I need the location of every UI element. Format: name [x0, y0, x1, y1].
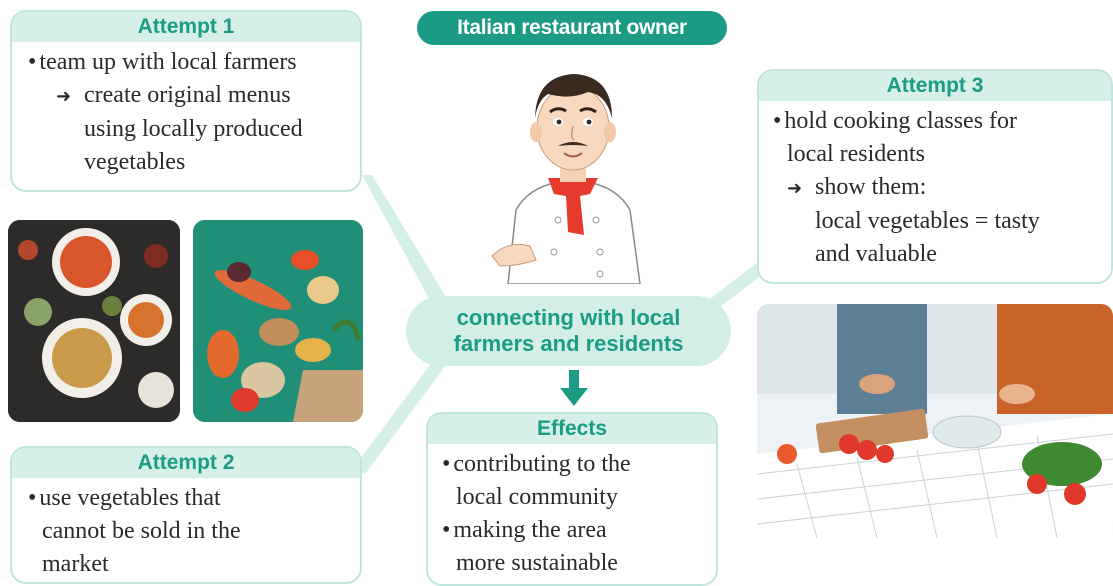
- center-theme: connecting with local farmers and reside…: [406, 296, 731, 366]
- center-theme-line-1: connecting with local: [456, 305, 681, 330]
- cooking-class-photo: [757, 304, 1113, 538]
- owner-label: Italian restaurant owner: [417, 11, 727, 45]
- attempt-1-card: Attempt 1 team up with local farmers ➜ cr…: [10, 10, 362, 192]
- attempt-2-card: Attempt 2 use vegetables that cannot be …: [10, 446, 362, 584]
- attempt-1-line-2: create original menus: [84, 82, 291, 108]
- chef-illustration: [491, 74, 641, 284]
- attempt-3-line-1: hold cooking classes for: [773, 105, 1095, 138]
- attempt-3-card: Attempt 3 hold cooking classes for local…: [757, 69, 1113, 284]
- effects-title: Effects: [428, 414, 716, 444]
- right-arrow-icon: ➜: [787, 178, 803, 199]
- effects-card: Effects contributing to the local commun…: [426, 412, 718, 586]
- effects-line-1: contributing to the: [442, 448, 700, 481]
- attempt-3-line-4: local vegetables = tasty: [815, 208, 1040, 234]
- attempt-3-line-5: and valuable: [815, 241, 937, 267]
- down-arrow-icon: [560, 370, 588, 406]
- dishes-photo: [8, 220, 180, 422]
- vegetables-photo: [193, 220, 363, 422]
- attempt-1-title: Attempt 1: [12, 12, 360, 42]
- effects-line-4: more sustainable: [456, 550, 618, 576]
- attempt-2-line-1: use vegetables that: [28, 482, 344, 515]
- attempt-3-title: Attempt 3: [759, 71, 1111, 101]
- attempt-1-line-3: using locally produced: [84, 116, 303, 142]
- attempt-1-line-4: vegetables: [84, 149, 186, 175]
- center-theme-line-2: farmers and residents: [453, 331, 684, 356]
- attempt-1-line-1: team up with local farmers: [28, 46, 344, 79]
- attempt-3-line-3: show them:: [815, 174, 927, 200]
- effects-line-2: local community: [456, 484, 618, 510]
- attempt-2-title: Attempt 2: [12, 448, 360, 478]
- attempt-3-line-2: local residents: [787, 141, 925, 167]
- attempt-2-line-2: cannot be sold in the: [42, 518, 241, 544]
- right-arrow-icon: ➜: [56, 86, 72, 107]
- effects-line-3: making the area: [442, 514, 700, 547]
- attempt-2-line-3: market: [42, 551, 109, 577]
